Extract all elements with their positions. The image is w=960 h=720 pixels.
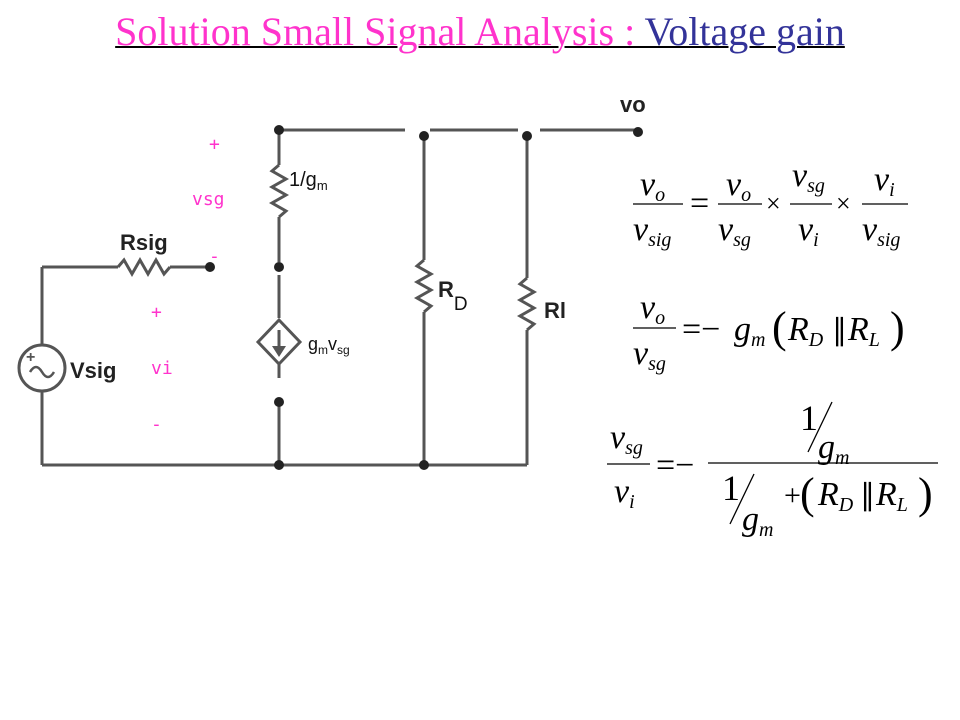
equation-vo-over-vsg: vo vsg =− gm ( RD ∥ RL ) [633, 289, 905, 375]
svg-text:vsig: vsig [633, 211, 671, 251]
svg-text:vsig: vsig [862, 211, 900, 251]
svg-text:RL: RL [847, 311, 880, 351]
equation-vsg-over-vi: vsg vi =− 1 gm 1 gm + ( RD ∥ RL ) [607, 398, 938, 541]
node-rsig [205, 262, 215, 272]
svg-text:vsg: vsg [792, 157, 825, 197]
vsig-label: Vsig [70, 358, 116, 383]
svg-text:gm: gm [734, 311, 765, 351]
svg-text:): ) [890, 303, 905, 352]
svg-text:RD: RD [817, 476, 854, 516]
rl-resistor [516, 276, 538, 332]
rd-label: RD [438, 277, 468, 315]
svg-text:∥: ∥ [832, 314, 847, 347]
vsg-minus: - [209, 246, 220, 267]
vo-label: vo [620, 92, 646, 117]
rsig-resistor [116, 256, 172, 278]
node-vo [633, 127, 643, 137]
vi-plus: + [151, 302, 162, 323]
node-bottom-rd [419, 460, 429, 470]
svg-text:vo: vo [640, 289, 665, 329]
vsg-label: vsg [192, 189, 225, 210]
svg-text:=: = [690, 185, 709, 222]
node-top-rl [522, 131, 532, 141]
svg-text:∥: ∥ [860, 479, 875, 512]
node-top-rd [419, 131, 429, 141]
inv-gm-resistor [268, 163, 290, 219]
node-bottom-left [274, 460, 284, 470]
vi-label: vi [151, 358, 173, 379]
slide-title: Solution Small Signal Analysis : Voltage… [0, 8, 960, 55]
title-part-1: Solution Small Signal Analysis : [115, 9, 645, 54]
node-gate-split [274, 262, 284, 272]
svg-text:vi: vi [874, 161, 895, 201]
vsg-plus: + [209, 134, 220, 155]
svg-text:1: 1 [800, 398, 818, 438]
svg-text:vo: vo [640, 166, 665, 206]
title-part-2: Voltage gain [644, 9, 845, 54]
svg-text:×: × [836, 189, 851, 218]
node-source-bottom [274, 397, 284, 407]
svg-text:vi: vi [798, 211, 819, 251]
equation-voltage-gain-chain: vo vsig = vo vsg × vsg vi × vi vsig [633, 157, 908, 251]
svg-text:gm: gm [742, 501, 773, 541]
inv-gm-label: 1/gm [289, 169, 328, 193]
gm-vsg-label: gmvsg [308, 334, 350, 357]
svg-text:): ) [918, 469, 933, 518]
svg-text:(: ( [772, 303, 787, 352]
svg-text:RL: RL [875, 476, 908, 516]
source-arrow-head [272, 346, 286, 357]
rsig-label: Rsig [120, 230, 168, 255]
svg-text:vo: vo [726, 166, 751, 206]
node-top-left [274, 125, 284, 135]
vsig-plus-sign: + [26, 349, 35, 366]
svg-text:1: 1 [722, 468, 740, 508]
svg-text:=−: =− [682, 311, 720, 348]
rl-label: Rl [544, 298, 566, 323]
svg-text:=−: =− [656, 447, 694, 484]
ac-wave-icon [28, 365, 56, 379]
circuit-diagram: + [17, 125, 643, 470]
svg-text:vsg: vsg [718, 211, 751, 251]
svg-text:RD: RD [787, 311, 824, 351]
svg-text:vsg: vsg [633, 335, 666, 375]
svg-text:(: ( [800, 469, 815, 518]
svg-text:×: × [766, 189, 781, 218]
vi-minus: - [151, 414, 162, 435]
vsig-source [17, 343, 67, 393]
svg-text:vi: vi [614, 473, 635, 513]
rd-resistor [413, 258, 435, 314]
svg-text:vsg: vsg [610, 419, 643, 459]
svg-text:+: + [784, 479, 801, 512]
